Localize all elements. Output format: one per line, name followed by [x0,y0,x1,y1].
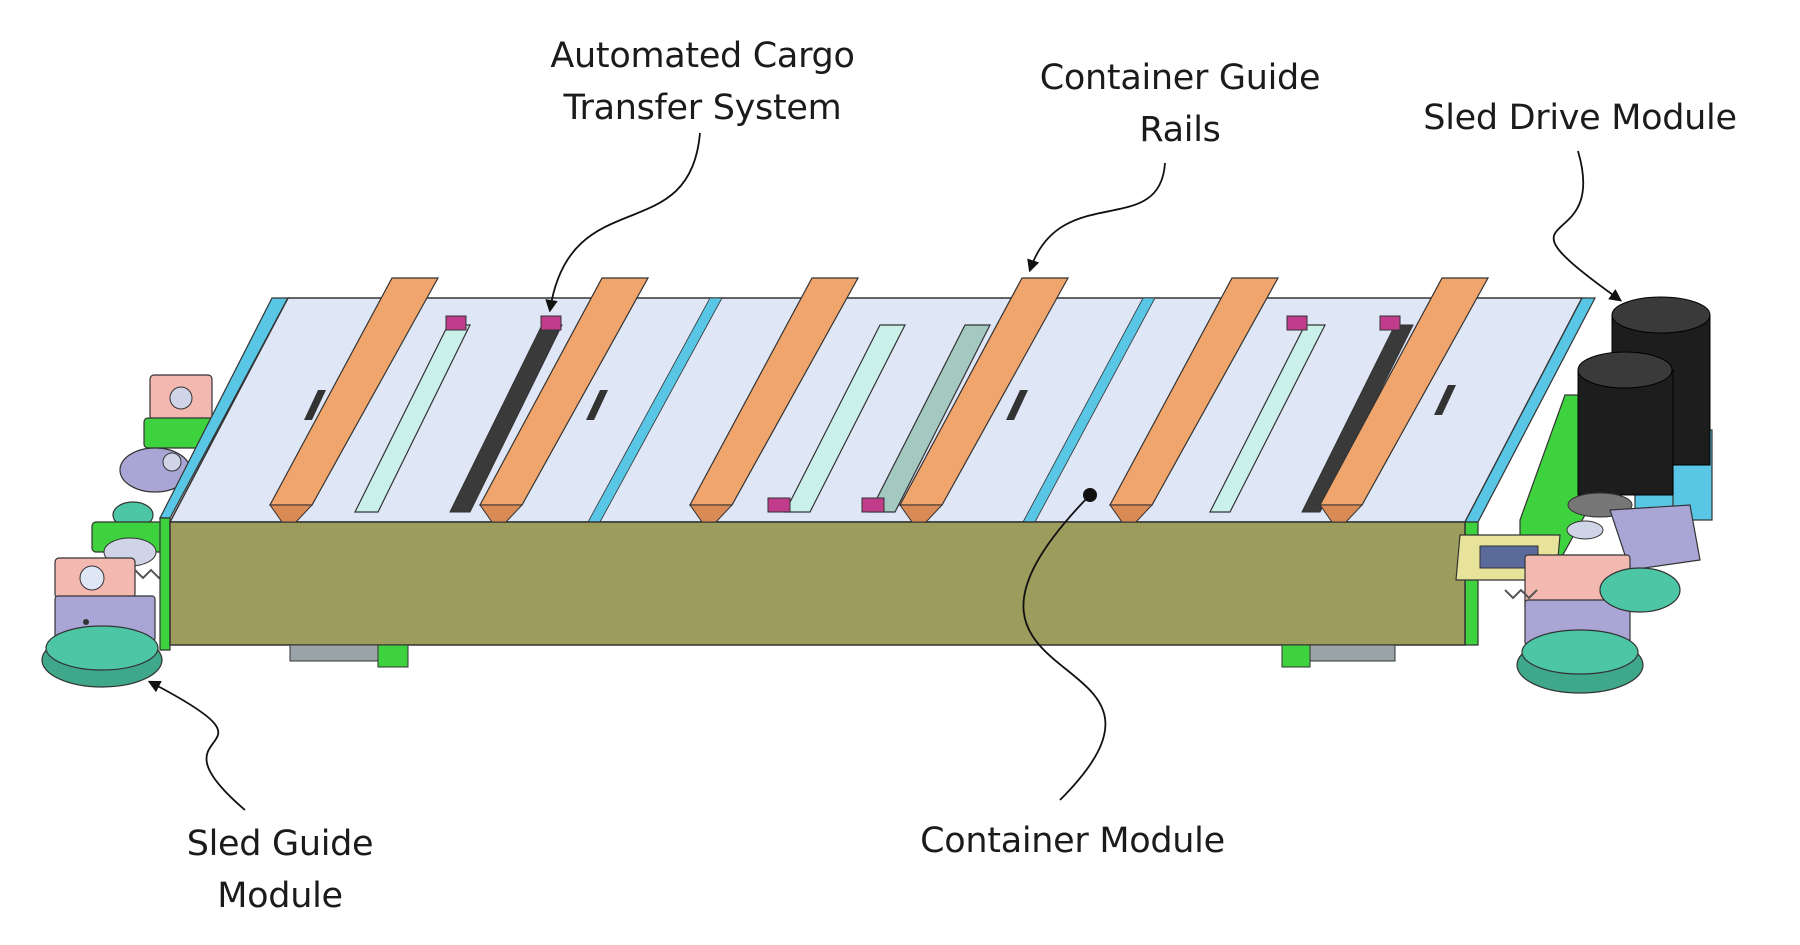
label-sled-guide-module: Sled Guide Module [186,824,374,916]
leader-lines [147,132,1623,811]
container-module-marker [1083,488,1097,502]
leader-sled-drive-module [1552,150,1623,302]
label-sled-drive-module: Sled Drive Module [1423,98,1737,138]
sled-drive-module [1455,296,1713,694]
cargo-transfer-clamps [445,315,1401,513]
leader-sled-guide-module [147,680,246,811]
leader-automated-cargo [545,132,701,313]
leader-container-guide-rails [1027,162,1166,273]
label-container-guide-rails: Container Guide Rails [1039,58,1321,150]
deck-slots [354,324,1414,513]
label-container-module: Container Module [920,821,1225,861]
sled-guide-module [41,374,215,688]
deck-handles [304,385,1456,420]
label-automated-cargo-transfer-system: Automated Cargo Transfer System [550,36,855,128]
container-guide-rails [268,277,1490,523]
leader-container-module [1022,494,1107,801]
